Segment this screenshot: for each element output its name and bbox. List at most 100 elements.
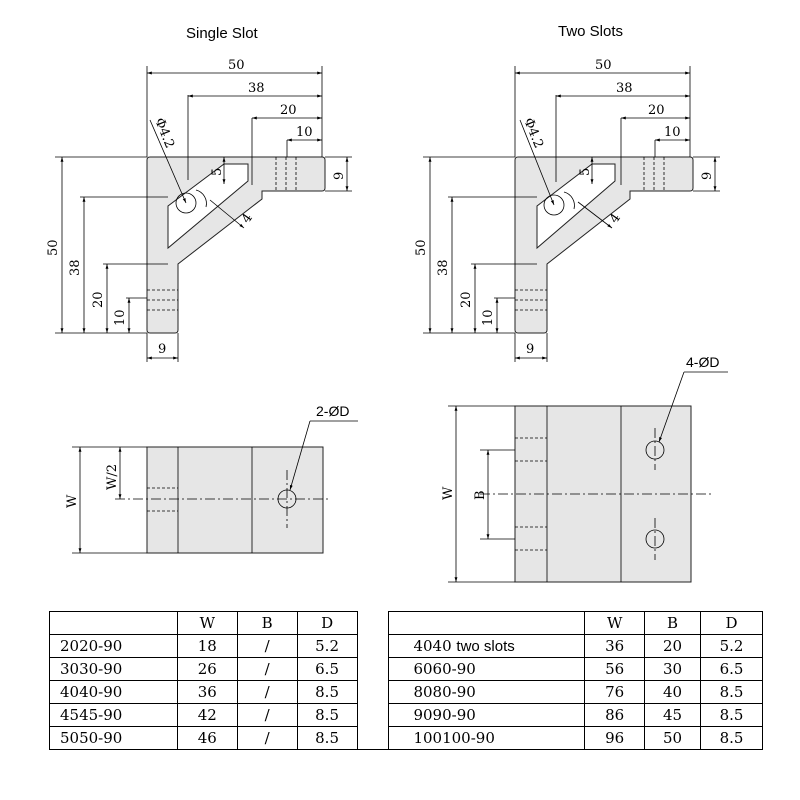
w-cell: 18 bbox=[176, 634, 238, 658]
title-two-slots: Two Slots bbox=[558, 23, 624, 40]
single-dim-9-right: 9 bbox=[332, 172, 347, 180]
d-cell: 6.5 bbox=[700, 657, 763, 681]
model-cell: 4040-90 bbox=[49, 680, 178, 704]
single-dim-20-top: 20 bbox=[280, 103, 297, 118]
w-cell: 26 bbox=[176, 657, 238, 681]
w-cell: 96 bbox=[584, 726, 646, 750]
two-dim-9-bottom: 9 bbox=[526, 342, 534, 357]
b-cell: 50 bbox=[644, 726, 702, 750]
d-cell: 8.5 bbox=[296, 680, 358, 704]
single-slot-top-view: W W/2 2-ØD bbox=[65, 403, 358, 554]
w-cell: 86 bbox=[584, 703, 646, 727]
two-counterbore bbox=[563, 191, 575, 210]
b-cell: / bbox=[236, 657, 298, 681]
b-cell: 45 bbox=[644, 703, 702, 727]
single-holes-label: 2-ØD bbox=[316, 403, 349, 419]
single-dim-20-left: 20 bbox=[91, 291, 106, 308]
single-dim-38-left: 38 bbox=[68, 259, 83, 276]
two-dim-38-top: 38 bbox=[616, 81, 633, 96]
two-dim-20-top: 20 bbox=[648, 103, 665, 118]
table-row: 2020-90 18 / 5.2 4040 two slots 36 20 5.… bbox=[49, 634, 763, 658]
two-dim-38-left: 38 bbox=[436, 259, 451, 276]
d-cell: 8.5 bbox=[296, 726, 358, 750]
b-cell: / bbox=[236, 703, 298, 727]
single-dim-w: W bbox=[65, 494, 80, 508]
b-cell: / bbox=[236, 726, 298, 750]
two-dim-w: W bbox=[441, 486, 456, 500]
two-slots-side-view: 50 38 20 10 9 50 38 20 10 9 5 Φ4.2 4 bbox=[414, 58, 720, 362]
single-dim-10-top: 10 bbox=[296, 125, 313, 140]
b-cell: 20 bbox=[644, 634, 702, 658]
two-slots-top-view: W B 4-ØD bbox=[441, 354, 728, 583]
two-dim-10-left: 10 bbox=[481, 309, 496, 326]
single-dim-5: 5 bbox=[210, 168, 225, 176]
w-cell: 42 bbox=[176, 703, 238, 727]
table-row: 5050-90 46 / 8.5 100100-90 96 50 8.5 bbox=[49, 726, 763, 750]
model-cell: 9090-90 bbox=[388, 703, 586, 727]
single-top-plate bbox=[146, 446, 324, 554]
w-cell: 56 bbox=[584, 657, 646, 681]
two-dim-4: 4 bbox=[607, 211, 624, 226]
single-dim-w-half: W/2 bbox=[105, 464, 120, 490]
col-header-b-2: B bbox=[644, 611, 702, 635]
two-dim-20-left: 20 bbox=[459, 291, 474, 308]
two-screw-hole bbox=[543, 194, 565, 216]
two-dim-9-right: 9 bbox=[700, 172, 715, 180]
d-cell: 5.2 bbox=[700, 634, 763, 658]
b-cell: / bbox=[236, 680, 298, 704]
single-dim-50-left: 50 bbox=[46, 239, 61, 256]
spec-table: W B D W B D 2020-90 18 / 5.2 4040 two sl… bbox=[49, 611, 763, 750]
title-single-slot: Single Slot bbox=[186, 25, 258, 42]
single-dim-4: 4 bbox=[239, 211, 256, 226]
w-cell: 46 bbox=[176, 726, 238, 750]
single-screw-hole bbox=[175, 192, 197, 214]
col-header-w-2: W bbox=[584, 611, 646, 635]
w-cell: 36 bbox=[584, 634, 646, 658]
table-header-row: W B D W B D bbox=[49, 611, 763, 635]
model-cell: 2020-90 bbox=[49, 634, 178, 658]
single-counterbore bbox=[195, 189, 207, 208]
b-cell: 30 bbox=[644, 657, 702, 681]
w-cell: 36 bbox=[176, 680, 238, 704]
single-dim-9-bottom: 9 bbox=[158, 342, 166, 357]
two-dim-50-left: 50 bbox=[414, 239, 429, 256]
d-cell: 8.5 bbox=[700, 726, 763, 750]
two-dim-b: B bbox=[473, 490, 488, 500]
col-header-w: W bbox=[176, 611, 238, 635]
model-cell-two-slots: 4040 two slots bbox=[388, 634, 586, 658]
table-row: 3030-90 26 / 6.5 6060-90 56 30 6.5 bbox=[49, 657, 763, 681]
model-cell: 100100-90 bbox=[388, 726, 586, 750]
single-top-hole bbox=[277, 489, 297, 509]
two-holes-label: 4-ØD bbox=[686, 354, 719, 370]
two-dim-phi: Φ4.2 bbox=[520, 116, 546, 151]
model-cell: 8080-90 bbox=[388, 680, 586, 704]
col-header-b: B bbox=[236, 611, 298, 635]
w-cell: 76 bbox=[584, 680, 646, 704]
model-cell: 3030-90 bbox=[49, 657, 178, 681]
two-dim-10-top: 10 bbox=[664, 125, 681, 140]
technical-drawing: 50 38 20 10 9 50 38 20 10 9 5 Φ4.2 bbox=[46, 58, 728, 583]
model-cell: 4545-90 bbox=[49, 703, 178, 727]
d-cell: 8.5 bbox=[700, 680, 763, 704]
single-dim-10-left: 10 bbox=[113, 309, 128, 326]
two-slots-note: two slots bbox=[456, 638, 515, 655]
single-slot-side-view: 50 38 20 10 9 50 38 20 10 9 5 Φ4.2 bbox=[46, 58, 352, 362]
b-cell: / bbox=[236, 634, 298, 658]
d-cell: 8.5 bbox=[700, 703, 763, 727]
single-dim-38-top: 38 bbox=[248, 81, 265, 96]
model-cell: 4040 bbox=[413, 637, 452, 655]
d-cell: 6.5 bbox=[296, 657, 358, 681]
two-dim-5: 5 bbox=[578, 168, 593, 176]
single-dim-phi: Φ4.2 bbox=[151, 116, 177, 151]
two-dim-50-top: 50 bbox=[595, 58, 612, 73]
single-dim-50-top: 50 bbox=[228, 58, 245, 73]
col-header-d: D bbox=[296, 611, 358, 635]
two-top-hole-lower bbox=[645, 529, 665, 549]
single-triangle-cutout bbox=[167, 163, 249, 250]
two-top-hole-upper bbox=[645, 440, 665, 460]
d-cell: 8.5 bbox=[296, 703, 358, 727]
model-cell: 6060-90 bbox=[388, 657, 586, 681]
b-cell: 40 bbox=[644, 680, 702, 704]
model-cell: 5050-90 bbox=[49, 726, 178, 750]
table-row: 4040-90 36 / 8.5 8080-90 76 40 8.5 bbox=[49, 680, 763, 704]
